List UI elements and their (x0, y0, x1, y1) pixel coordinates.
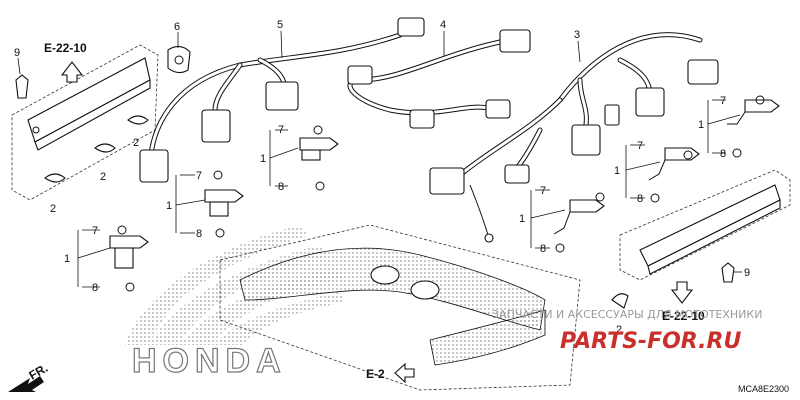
callout-2a: 2 (133, 137, 139, 149)
fuel-rail-left-group (11, 44, 159, 201)
callout-8b: 8 (196, 228, 202, 240)
ground-terminal (484, 233, 494, 243)
coupler-4a (347, 65, 373, 85)
callout-3: 3 (574, 29, 580, 41)
watermark-site: PARTS-FOR.RU (560, 329, 741, 354)
watermark-text: ЗАПЧАСТИ И АКСЕССУАРЫ ДЛЯ МОТОТЕХНИКИ (492, 308, 762, 321)
coupler-5a (139, 149, 169, 183)
clip-6 (167, 45, 191, 74)
diagram-code: MCA8E2300 (738, 384, 789, 394)
callout-1d: 1 (698, 119, 704, 131)
coupler-4b (409, 109, 435, 129)
wire-harness-5 (139, 17, 425, 183)
ref-e22-10-right[interactable]: E-22-10 (662, 309, 705, 323)
injector-group-e (625, 144, 700, 203)
callout-8f: 8 (540, 243, 546, 255)
callout-1b: 1 (166, 200, 172, 212)
coupler-3a (571, 124, 601, 156)
coupler-3b (635, 87, 665, 117)
callout-7e: 7 (637, 140, 643, 152)
callout-7f: 7 (540, 185, 546, 197)
coupler-5-main (397, 17, 425, 37)
coupler-3-main (429, 167, 465, 195)
callout-1c: 1 (64, 253, 70, 265)
callout-8c: 8 (92, 282, 98, 294)
callout-8a: 8 (278, 181, 284, 193)
bolt-9-left (15, 74, 29, 99)
coupler-5c (265, 81, 299, 111)
injector-group-f (530, 189, 605, 253)
honda-brand-mark: HONDA (132, 342, 287, 380)
ref-e2[interactable]: E-2 (366, 367, 385, 381)
callout-6: 6 (174, 21, 180, 33)
rubber-seat-2c (127, 115, 149, 125)
callout-1f: 1 (519, 213, 525, 225)
injector-group-b (175, 170, 244, 238)
injector-group-c (77, 225, 149, 292)
coupler-3d (504, 164, 530, 184)
callout-9-right: 9 (744, 267, 750, 279)
callout-2b: 2 (100, 171, 106, 183)
rubber-seat-2-right (611, 293, 629, 309)
callout-8d: 8 (720, 148, 726, 160)
callout-5: 5 (277, 19, 283, 31)
coupler-4c (485, 99, 511, 119)
coupler-4-main (499, 29, 531, 53)
callout-7d: 7 (720, 95, 726, 107)
coupler-3c (687, 59, 719, 85)
rubber-seat-2b (94, 143, 116, 153)
frame-group (219, 224, 629, 391)
front-direction-arrow (8, 376, 44, 392)
injector-group-d (707, 95, 780, 158)
callout-1e: 1 (614, 165, 620, 177)
callout-8e: 8 (637, 193, 643, 205)
wire-harness-4 (347, 29, 531, 129)
bolt-9-right (721, 262, 735, 283)
coupler-5b (201, 109, 231, 143)
callout-2d: 2 (616, 324, 622, 336)
ref-arrow-left[interactable] (60, 61, 84, 83)
fuel-rail-right-group (619, 169, 791, 283)
wire-harness-3 (429, 32, 719, 243)
injector-group-a (269, 125, 339, 191)
ref-arrow-right[interactable] (670, 281, 694, 304)
callout-9-left: 9 (14, 47, 20, 59)
rubber-seat-2a (44, 173, 66, 183)
callout-7a: 7 (278, 124, 284, 136)
callout-1a: 1 (260, 153, 266, 165)
callout-2c: 2 (50, 203, 56, 215)
callout-7c: 7 (92, 225, 98, 237)
front-direction-label: FR. (27, 361, 51, 383)
ref-e22-10-left[interactable]: E-22-10 (44, 41, 87, 55)
ref-arrow-e2[interactable] (394, 362, 415, 384)
sensor-3 (604, 104, 620, 126)
callout-4: 4 (440, 19, 446, 31)
callout-7b: 7 (196, 170, 202, 182)
